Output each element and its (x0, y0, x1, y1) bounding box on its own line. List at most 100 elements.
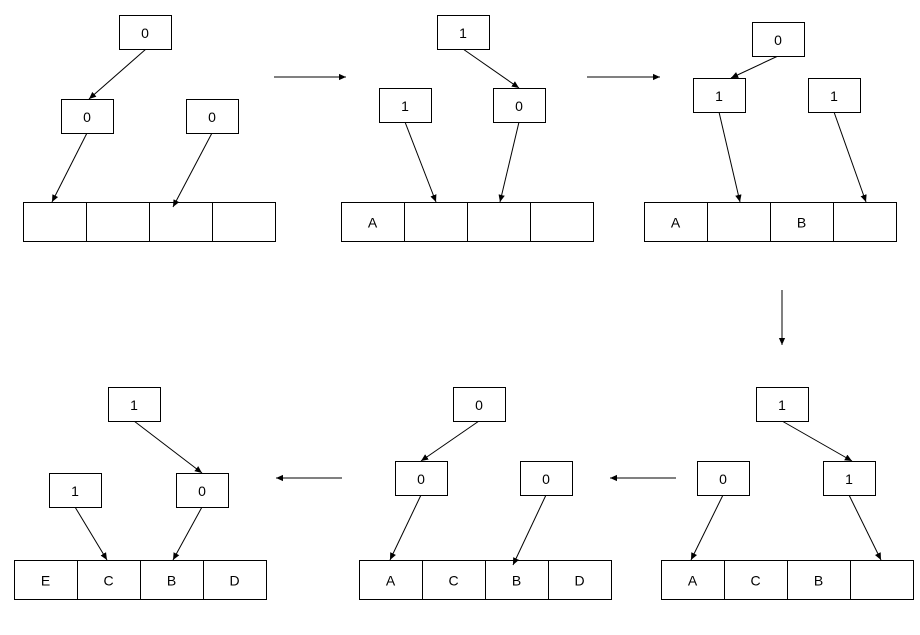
cache-slot-box (850, 560, 914, 600)
tree-edge-arrow (420, 420, 480, 462)
root-node: 1 (756, 387, 809, 422)
cache-slot-box (404, 202, 468, 242)
cache-slot: B (770, 202, 834, 242)
cache-slot: C (77, 560, 141, 600)
cache-slot: D (548, 560, 612, 600)
right-node: 1 (823, 461, 876, 496)
cache-slot (212, 202, 276, 242)
tree-edge-arrow (462, 48, 520, 89)
left-node-box (61, 99, 114, 134)
left-node-bit: 1 (401, 98, 409, 114)
cache-array: A (341, 202, 594, 242)
cache-slot-box (485, 560, 549, 600)
cache-slot (530, 202, 594, 242)
cache-slot-label: A (671, 215, 681, 231)
right-node-bit: 0 (198, 483, 206, 499)
cache-slot: A (341, 202, 405, 242)
root-node-box (756, 387, 809, 422)
right-node-box (493, 88, 546, 123)
cache-slot-label: C (103, 573, 113, 589)
root-node: 1 (437, 15, 490, 50)
tree-edge-arrow (498, 121, 520, 203)
right-node: 0 (493, 88, 546, 123)
tree-edge-arrow (512, 494, 547, 566)
right-node-bit: 1 (845, 471, 853, 487)
root-node: 0 (119, 15, 172, 50)
flow-arrows (274, 73, 786, 482)
left-node-box (697, 461, 750, 496)
tree-edge-arrow (172, 132, 213, 208)
cache-slot-box (548, 560, 612, 600)
root-node: 0 (453, 387, 506, 422)
cache-slot: A (644, 202, 708, 242)
tree-edge-arrow (718, 111, 742, 203)
cache-slot-box (833, 202, 897, 242)
tree-edge-arrow (74, 506, 108, 561)
cache-slot-label: A (368, 215, 378, 231)
cache-slot-box (203, 560, 267, 600)
left-node: 1 (49, 473, 102, 508)
cache-slot: C (724, 560, 788, 600)
cache-slot-label: A (386, 573, 396, 589)
cache-slot-label: B (814, 573, 823, 589)
tree-edge-arrow (848, 494, 882, 561)
cache-slot-box (140, 560, 204, 600)
root-node-bit: 0 (475, 397, 483, 413)
right-node-bit: 0 (208, 109, 216, 125)
cache-slot (833, 202, 897, 242)
left-node-bit: 1 (715, 88, 723, 104)
cache-slot-label: D (574, 573, 584, 589)
panel-2: A 1 1 0 (341, 15, 594, 242)
root-node-box (752, 22, 805, 57)
tree-edge-arrow (133, 420, 203, 474)
cache-slot-box (644, 202, 708, 242)
left-node: 0 (395, 461, 448, 496)
cache-slot-label: A (688, 573, 698, 589)
root-node: 0 (752, 22, 805, 57)
panel-1: 0 0 0 (23, 15, 276, 242)
cache-slot-label: C (448, 573, 458, 589)
left-node-box (693, 78, 746, 113)
root-node-bit: 0 (774, 32, 782, 48)
tree-edge-arrow (730, 55, 779, 79)
cache-slot-box (661, 560, 725, 600)
cache-slot-label: B (167, 573, 176, 589)
right-node-bit: 0 (542, 471, 550, 487)
root-node-bit: 1 (778, 397, 786, 413)
right-node: 0 (520, 461, 573, 496)
tree-edge-arrow (781, 420, 853, 462)
root-node-box (437, 15, 490, 50)
right-node-box (823, 461, 876, 496)
left-node: 0 (61, 99, 114, 134)
cache-slot (404, 202, 468, 242)
cache-slot (707, 202, 771, 242)
tree-edge-arrow (51, 132, 88, 203)
cache-slot: B (787, 560, 851, 600)
left-node-box (395, 461, 448, 496)
right-node-box (186, 99, 239, 134)
cache-array (23, 202, 276, 242)
cache-slot: B (485, 560, 549, 600)
cache-slot: B (140, 560, 204, 600)
tree-edge-arrow (172, 506, 203, 561)
cache-slot: A (359, 560, 423, 600)
cache-slot (86, 202, 150, 242)
left-node-bit: 0 (417, 471, 425, 487)
left-node-box (49, 473, 102, 508)
right-node: 1 (808, 78, 861, 113)
tree-edge-arrow (833, 111, 867, 203)
cache-slot-box (707, 202, 771, 242)
root-node-box (119, 15, 172, 50)
left-node: 0 (697, 461, 750, 496)
cache-slot-box (149, 202, 213, 242)
cache-slot-box (23, 202, 87, 242)
cache-slot-label: C (750, 573, 760, 589)
cache-slot-box (530, 202, 594, 242)
left-node-bit: 0 (83, 109, 91, 125)
